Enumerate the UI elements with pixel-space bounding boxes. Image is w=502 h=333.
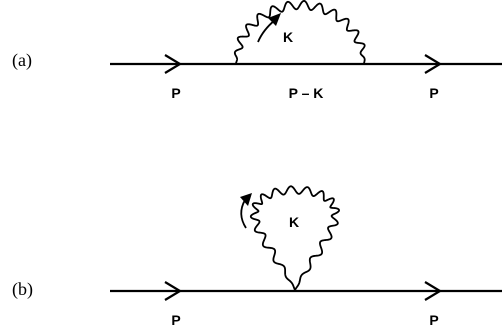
panel-b-incoming-momentum-label: P bbox=[171, 312, 180, 328]
panel-b-self-energy-tadpole: (b) K P P bbox=[12, 185, 502, 328]
panel-a-loop-momentum-arrowhead bbox=[268, 13, 281, 26]
panel-b-outgoing-momentum-label: P bbox=[429, 312, 438, 328]
panel-b-fermion-arrow-right bbox=[424, 281, 443, 301]
panel-b-label: (b) bbox=[12, 279, 33, 300]
panel-a-fermion-arrow-left bbox=[164, 54, 183, 74]
panel-a-self-energy-rainbow: (a) K P P – K P bbox=[12, 0, 502, 101]
panel-a-loop-momentum-label: K bbox=[283, 29, 293, 45]
panel-a-loop-momentum-arrow bbox=[257, 19, 276, 43]
panel-a-internal-momentum-label: P – K bbox=[289, 85, 324, 101]
panel-a-outgoing-momentum-label: P bbox=[429, 85, 438, 101]
panel-a-fermion-arrow-right bbox=[424, 54, 443, 74]
panel-a-photon-loop bbox=[233, 0, 366, 65]
panel-b-loop-momentum-arrow bbox=[240, 199, 247, 229]
panel-a-incoming-momentum-label: P bbox=[171, 85, 180, 101]
panel-a-label: (a) bbox=[12, 50, 32, 71]
panel-b-fermion-arrow-left bbox=[164, 281, 183, 301]
panel-b-loop-momentum-label: K bbox=[289, 214, 299, 230]
panel-b-loop-momentum-arrowhead bbox=[240, 193, 252, 206]
panel-b-photon-loop bbox=[249, 185, 340, 291]
